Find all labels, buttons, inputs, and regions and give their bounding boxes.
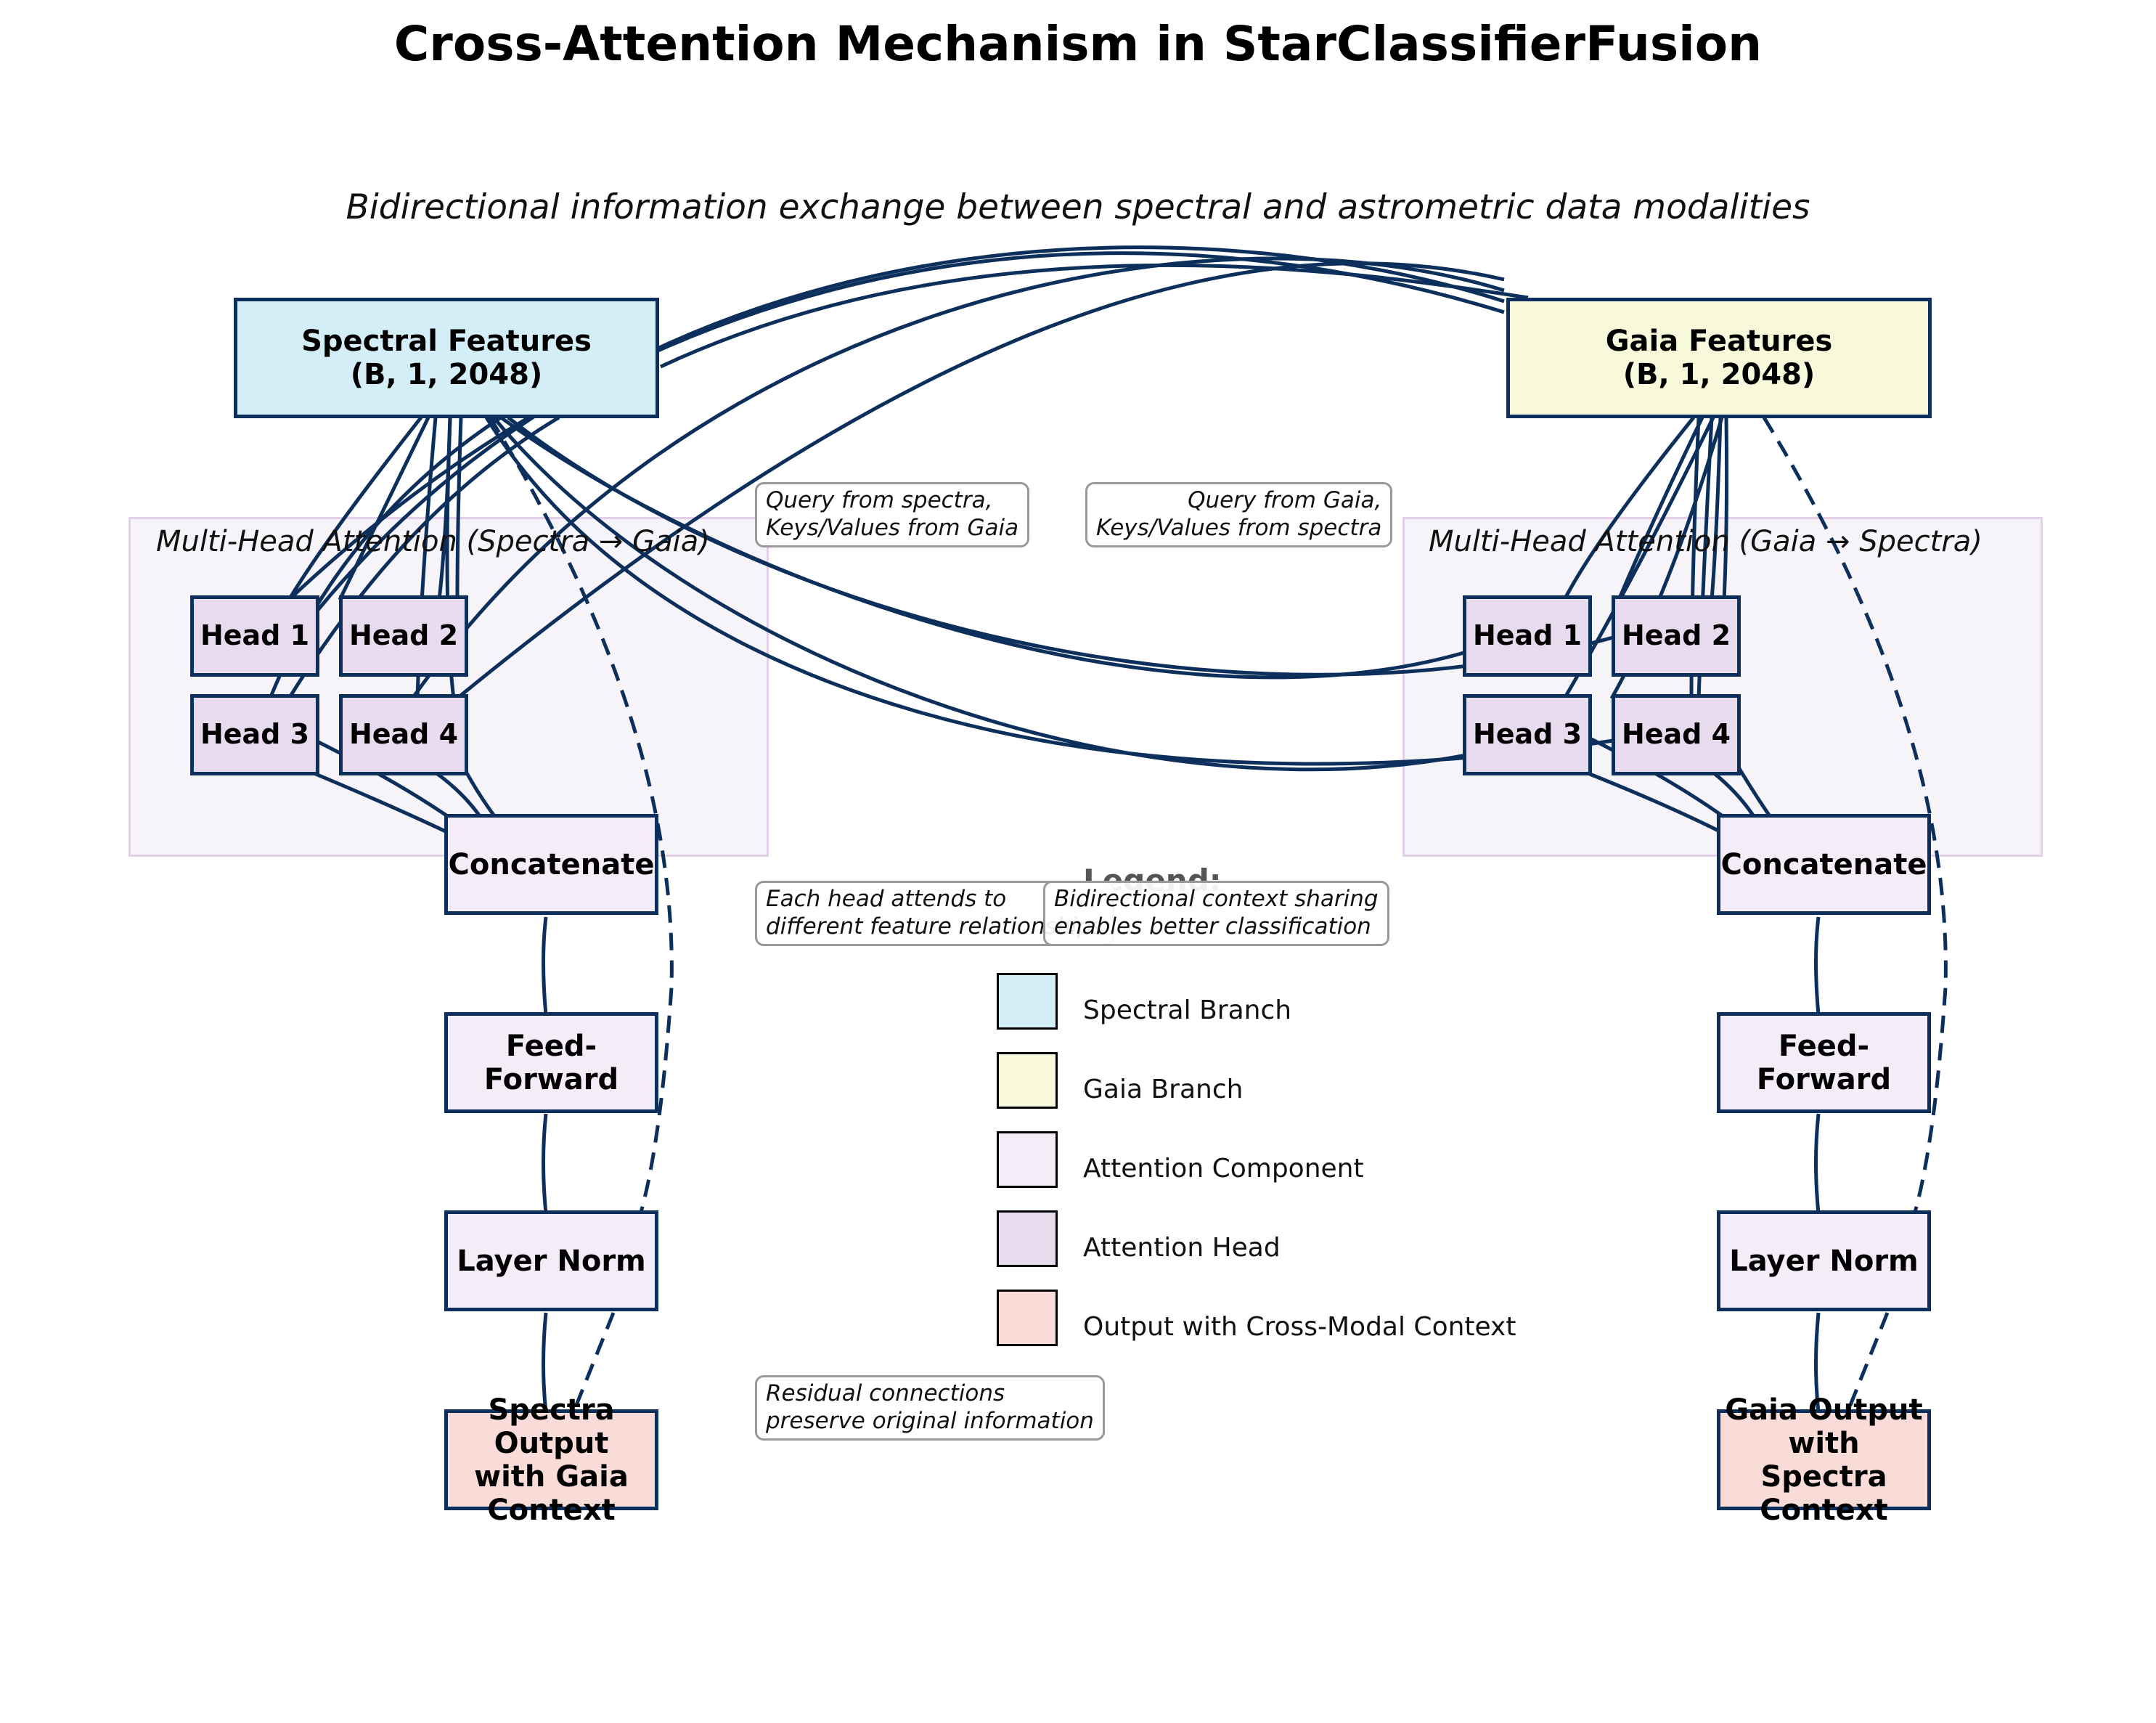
right-feed-forward-box: Feed-Forward [1717,1012,1931,1113]
gaia-features-box: Gaia Features (B, 1, 2048) [1506,298,1932,418]
left-head-3: Head 3 [190,694,319,775]
left-head-2: Head 2 [339,595,468,677]
right-head-1: Head 1 [1463,595,1592,677]
legend-label-gaia: Gaia Branch [1083,1075,1244,1104]
diagram-subtitle: Bidirectional information exchange betwe… [346,187,1810,227]
legend-label-attention-head: Attention Head [1083,1233,1281,1263]
legend-swatch-output [997,1290,1058,1346]
right-layer-norm-box: Layer Norm [1717,1210,1931,1311]
query-spectra-note: Query from spectra, Keys/Values from Gai… [755,482,1030,547]
spectral-features-box: Spectral Features (B, 1, 2048) [234,298,659,418]
left-layer-norm-box: Layer Norm [444,1210,658,1311]
right-head-4: Head 4 [1612,694,1741,775]
gaia-output-box: Gaia Output with Spectra Context [1717,1393,1931,1527]
spectra-output-box: Spectra Output with Gaia Context [444,1393,658,1527]
legend-swatch-gaia [997,1052,1058,1109]
legend-swatch-attention-component [997,1131,1058,1188]
right-head-2: Head 2 [1612,595,1741,677]
left-concatenate-box: Concatenate [444,814,658,915]
legend-label-attention-component: Attention Component [1083,1154,1364,1184]
left-head-1: Head 1 [190,595,319,677]
right-attention-region-label: Multi-Head Attention (Gaia → Spectra) [1429,525,1983,558]
right-head-3: Head 3 [1463,694,1592,775]
right-concatenate-box: Concatenate [1717,814,1931,915]
diagram-title: Cross-Attention Mechanism in StarClassif… [393,16,1763,72]
legend-label-spectral: Spectral Branch [1083,995,1292,1025]
legend-swatch-spectral [997,973,1058,1030]
residual-note: Residual connections preserve original i… [755,1375,1105,1441]
left-attention-region-label: Multi-Head Attention (Spectra → Gaia) [156,525,710,558]
query-gaia-note: Query from Gaia, Keys/Values from spectr… [1085,482,1393,547]
legend-label-output: Output with Cross-Modal Context [1083,1312,1516,1342]
right-attention-region [1402,517,2043,857]
left-head-4: Head 4 [339,694,468,775]
bidirectional-note: Bidirectional context sharing enables be… [1043,881,1389,946]
legend-swatch-attention-head [997,1210,1058,1267]
left-feed-forward-box: Feed-Forward [444,1012,658,1113]
